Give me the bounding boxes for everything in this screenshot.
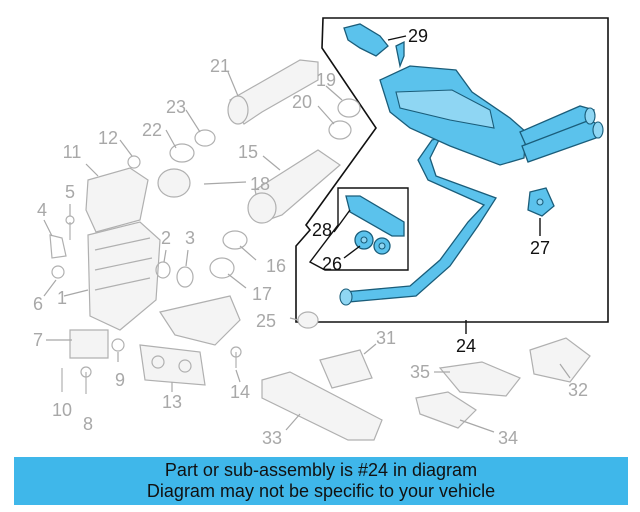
label-5: 5 (65, 182, 75, 202)
label-34: 34 (498, 428, 518, 448)
label-19: 19 (316, 70, 336, 90)
catalytic-pipe-21 (229, 59, 319, 125)
label-9: 9 (115, 370, 125, 390)
label-10: 10 (52, 400, 72, 420)
label-20: 20 (292, 92, 312, 112)
heat-shield-11 (85, 167, 149, 233)
label-29: 29 (408, 26, 428, 46)
ghost-parts (49, 59, 591, 441)
label-7: 7 (33, 330, 43, 350)
label-26: 26 (322, 254, 342, 274)
label-25: 25 (256, 311, 276, 331)
assembly-24-outline (295, 17, 609, 323)
label-11: 11 (63, 142, 82, 162)
label-16: 16 (266, 256, 286, 276)
label-33: 33 (262, 428, 282, 448)
info-banner: Part or sub-assembly is #24 in diagram D… (14, 457, 628, 505)
label-3: 3 (185, 228, 195, 248)
banner-line-2: Diagram may not be specific to your vehi… (146, 481, 496, 501)
label-23: 23 (166, 97, 186, 117)
label-17: 17 (252, 284, 272, 304)
label-14: 14 (230, 382, 250, 402)
label-18: 18 (250, 174, 270, 194)
label-27: 27 (530, 238, 550, 258)
leader-lines (43, 35, 571, 433)
hanger-bracket-29 (343, 23, 389, 57)
label-2: 2 (161, 228, 171, 248)
part-labels: 21 23 22 19 20 15 12 18 11 5 4 6 1 2 3 1… (33, 26, 588, 448)
label-8: 8 (83, 414, 93, 434)
label-13: 13 (162, 392, 182, 412)
assembly-24 (339, 23, 604, 306)
exhaust-parts-diagram: 21 23 22 19 20 15 12 18 11 5 4 6 1 2 3 1… (33, 17, 609, 448)
converter-1 (87, 221, 161, 331)
heat-shield-33 (261, 371, 383, 441)
label-31: 31 (376, 328, 396, 348)
label-32: 32 (568, 380, 588, 400)
label-22: 22 (142, 120, 162, 140)
label-24: 24 (456, 336, 476, 356)
bracket-28 (345, 195, 405, 237)
label-12: 12 (98, 128, 118, 148)
sub-box-26-28 (308, 187, 409, 271)
label-6: 6 (33, 294, 43, 314)
label-35: 35 (410, 362, 430, 382)
label-28: 28 (312, 220, 332, 240)
label-4: 4 (37, 200, 47, 220)
label-15: 15 (238, 142, 258, 162)
label-1: 1 (57, 288, 67, 308)
label-21: 21 (210, 56, 230, 76)
banner-line-1: Part or sub-assembly is #24 in diagram (164, 460, 478, 480)
